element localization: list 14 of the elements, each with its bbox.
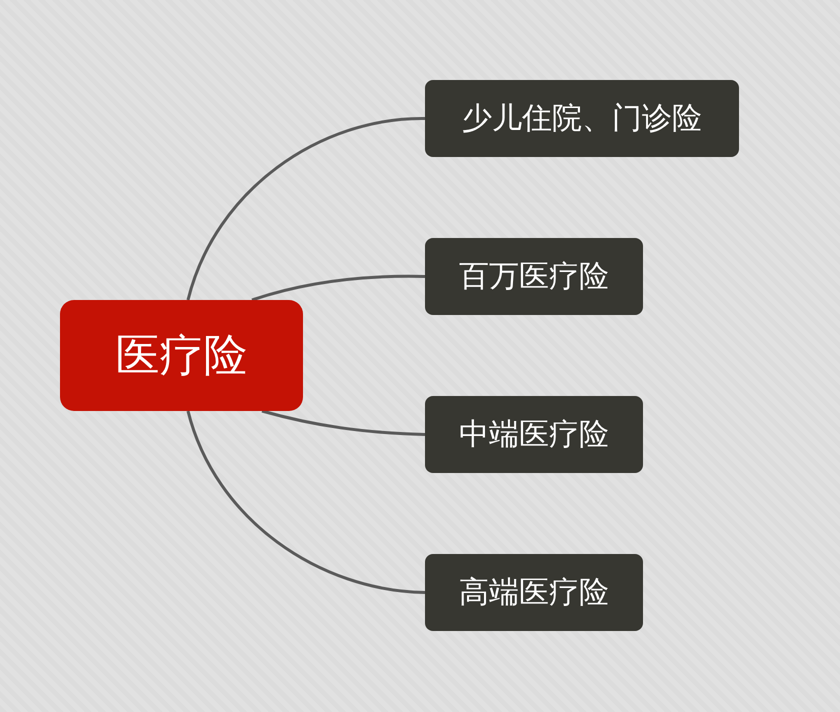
subtopic-label: 高端医疗险 xyxy=(459,578,609,608)
subtopic-label: 少儿住院、门诊险 xyxy=(462,104,702,134)
subtopic-box xyxy=(425,238,643,315)
subtopic-label: 中端医疗险 xyxy=(459,420,609,450)
subtopic-box xyxy=(425,80,739,157)
connector-curve xyxy=(186,410,426,594)
topic-box xyxy=(60,300,303,411)
subtopic-box xyxy=(425,396,643,473)
subtopic-box xyxy=(425,554,643,631)
connector-curve xyxy=(262,410,426,436)
topic-label: 医疗险 xyxy=(116,334,248,378)
subtopic-label: 百万医疗险 xyxy=(459,262,609,292)
connector-curve xyxy=(252,274,426,302)
connector-curve xyxy=(186,117,426,300)
